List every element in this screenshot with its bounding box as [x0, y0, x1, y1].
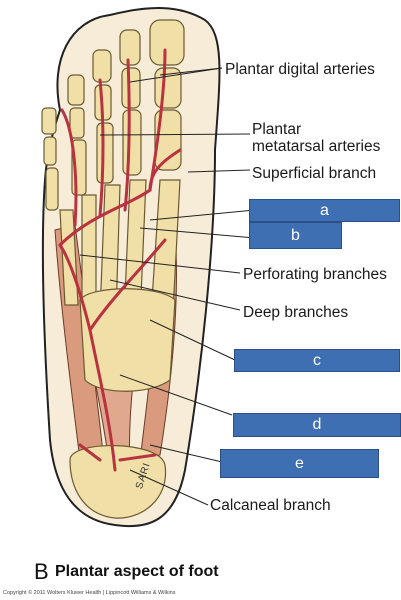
label-plantar-metatarsal-line2: metatarsal arteries — [252, 138, 381, 155]
label-perforating-branches: Perforating branches — [243, 266, 387, 283]
answer-box-a[interactable]: a — [249, 199, 400, 222]
label-calcaneal-branch: Calcaneal branch — [210, 497, 331, 514]
answer-box-c[interactable]: c — [234, 349, 400, 372]
leader-lines — [79, 67, 256, 506]
label-plantar-metatarsal-line1: Plantar — [252, 121, 302, 138]
caption-title: Plantar aspect of foot — [55, 563, 219, 580]
answer-box-b[interactable]: b — [249, 222, 342, 249]
label-deep-branches: Deep branches — [243, 304, 349, 321]
caption-letter: B — [34, 559, 49, 584]
label-superficial-branch: Superficial branch — [252, 165, 377, 182]
toe-phalanges — [41, 19, 185, 211]
tarsal-bones — [79, 288, 176, 392]
answer-box-d[interactable]: d — [233, 413, 401, 437]
calcaneus — [69, 445, 167, 519]
copyright-notice: Copyright © 2011 Wolters Kluwer Health |… — [3, 590, 176, 596]
label-plantar-digital-arteries: Plantar digital arteries — [225, 61, 375, 78]
answer-box-e[interactable]: e — [220, 449, 379, 478]
